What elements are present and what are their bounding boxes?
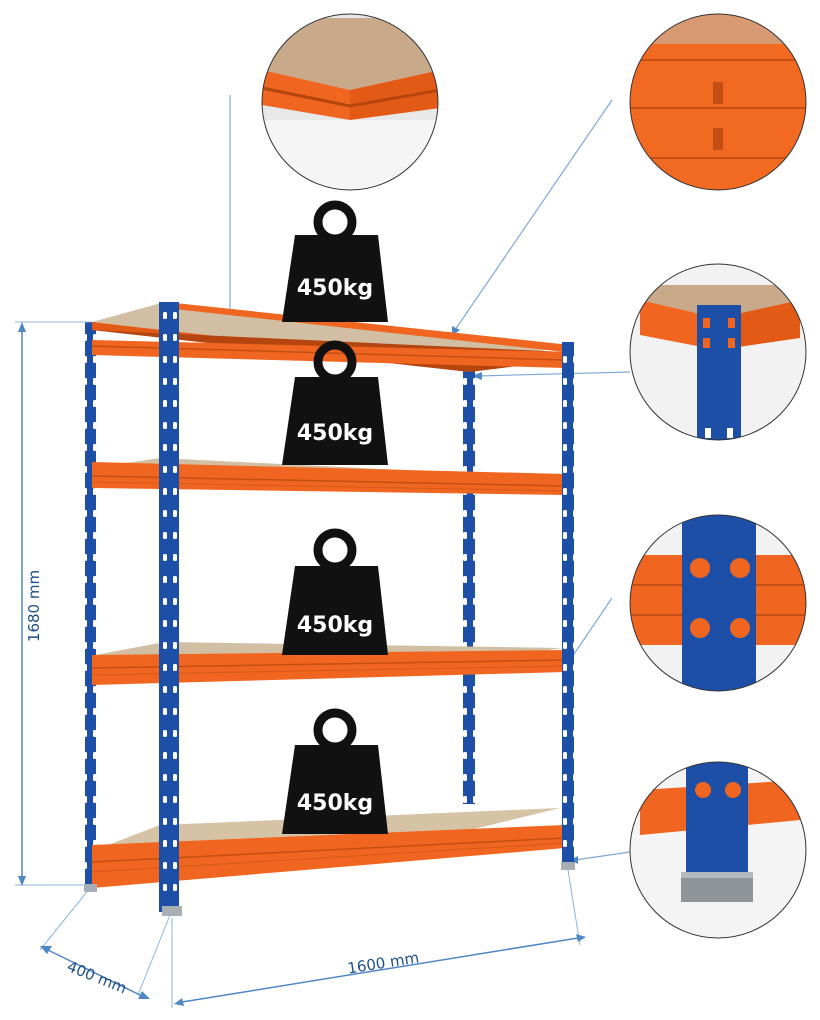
weight-4-label: 450kg xyxy=(297,791,373,816)
weight-1: 450kg xyxy=(282,200,388,322)
depth-dimension: 400 mm xyxy=(39,887,171,999)
foot-front-right xyxy=(561,862,575,870)
foot-front-left xyxy=(162,906,182,916)
width-dimension: 1600 mm xyxy=(171,869,586,1008)
height-dimension: 1680 mm xyxy=(15,321,90,886)
weight-2: 450kg xyxy=(282,340,388,465)
weight-1-label: 450kg xyxy=(297,276,373,301)
weight-3: 450kg xyxy=(282,528,388,655)
foot-plate-detail xyxy=(629,761,807,939)
foot-back-left xyxy=(84,884,97,892)
leader-lines xyxy=(229,95,631,861)
height-dimension-label: 1680 mm xyxy=(25,570,43,642)
weight-4: 450kg xyxy=(282,708,388,834)
depth-dimension-label: 400 mm xyxy=(64,957,129,997)
shelf-corner-detail xyxy=(261,13,439,191)
beam-slot-detail xyxy=(629,13,807,191)
weight-3-label: 450kg xyxy=(297,613,373,638)
weight-2-label: 450kg xyxy=(297,421,373,446)
post-corner-detail xyxy=(629,263,807,441)
shelf-2 xyxy=(91,458,566,495)
post-beam-joint-detail xyxy=(629,514,807,692)
width-dimension-label: 1600 mm xyxy=(346,949,420,978)
